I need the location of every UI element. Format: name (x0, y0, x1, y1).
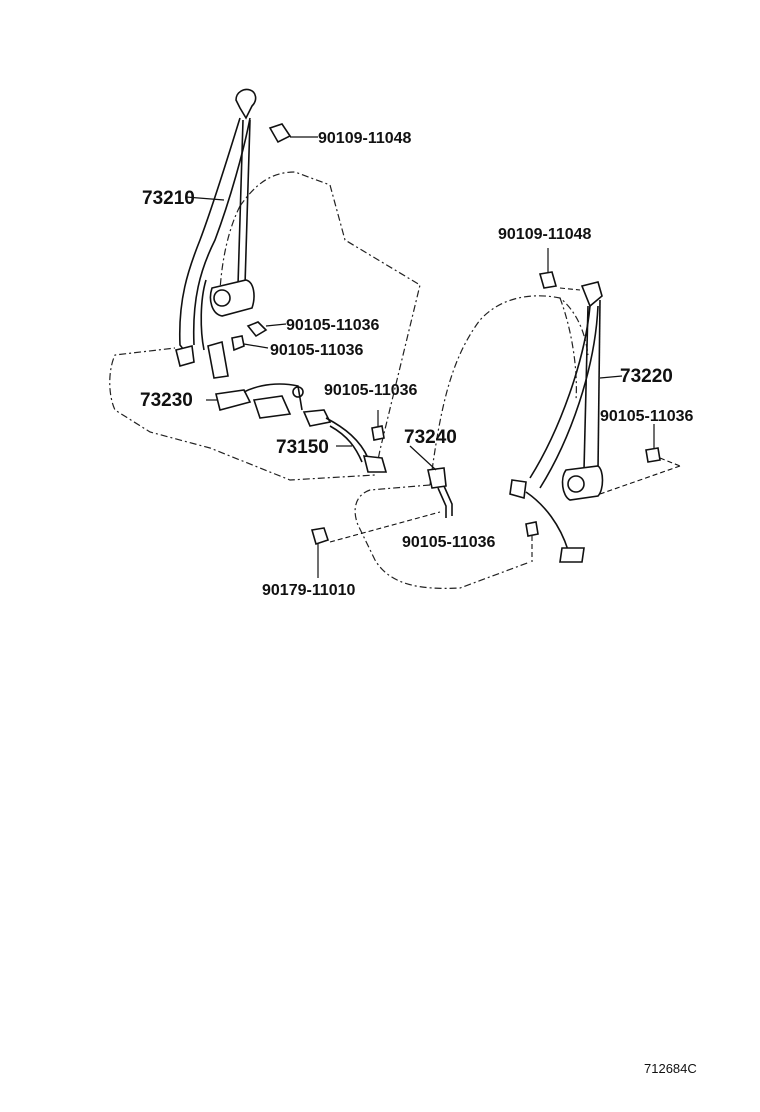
label-part-73220: 73220 (620, 366, 673, 387)
bolt-icon (231, 123, 661, 546)
label-part-73210: 73210 (142, 188, 195, 209)
buckle-73230 (215, 383, 304, 419)
label-part-73240: 73240 (404, 427, 457, 448)
label-bolt-90109-a: 90109-11048 (318, 130, 412, 147)
label-bolt-90105-e: 90105-11036 (402, 534, 496, 551)
figure-code: 712684C (644, 1061, 697, 1076)
label-bolt-90105-d: 90105-11036 (600, 408, 694, 425)
label-bolt-90105-a: 90105-11036 (286, 317, 380, 334)
label-bolt-90105-b: 90105-11036 (270, 342, 364, 359)
label-bolt-90105-c: 90105-11036 (324, 382, 418, 399)
label-part-73230: 73230 (140, 390, 193, 411)
belt-assembly-73220 (509, 281, 604, 563)
label-nut-90179: 90179-11010 (262, 582, 356, 599)
right-seat-outline (354, 295, 589, 589)
label-bolt-90109-b: 90109-11048 (498, 226, 592, 243)
belt-assembly-73210 (175, 88, 257, 379)
buckle-73150 (302, 409, 388, 473)
buckle-73240 (427, 467, 453, 518)
leader-lines (185, 136, 681, 578)
label-part-73150: 73150 (276, 437, 329, 458)
